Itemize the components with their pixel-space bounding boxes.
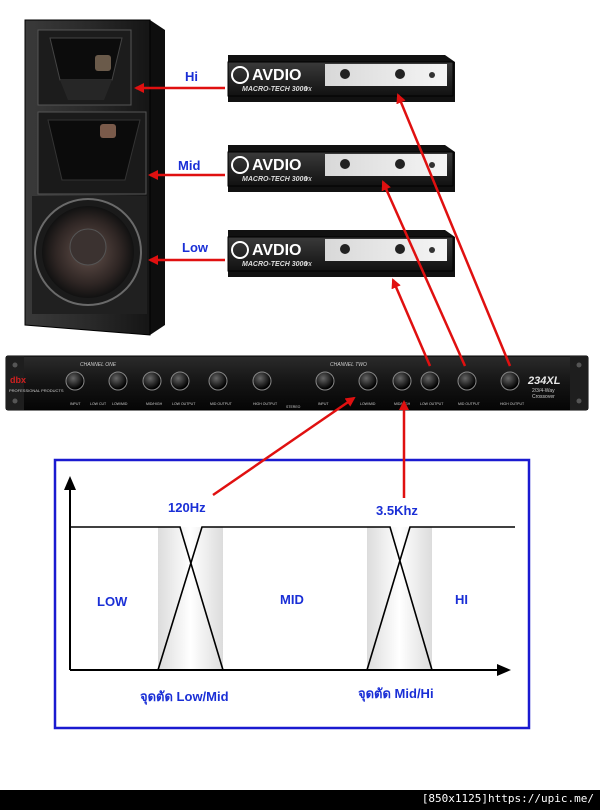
graph-to-crossover-arrows bbox=[212, 396, 409, 498]
svg-text:MID OUTPUT: MID OUTPUT bbox=[210, 402, 233, 406]
svg-text:INPUT: INPUT bbox=[318, 402, 329, 406]
svg-text:LOW/MID: LOW/MID bbox=[360, 402, 376, 406]
amplifier-hi: AVDIO MACRO-TECH 3000 VX bbox=[227, 55, 455, 102]
maker-logo: dbx bbox=[10, 375, 26, 385]
footer-watermark: [850x1125]https://upic.me/ bbox=[421, 792, 594, 805]
graph-frame bbox=[53, 458, 531, 730]
amp-model: MACRO-TECH 3000 bbox=[242, 86, 307, 93]
svg-text:LOW CUT: LOW CUT bbox=[90, 402, 107, 406]
mid-band-response bbox=[157, 526, 433, 671]
amp-brand: AVDIO bbox=[252, 157, 301, 174]
hf-horn bbox=[37, 29, 132, 106]
low-band-response bbox=[70, 526, 224, 671]
svg-text:INPUT: INPUT bbox=[70, 402, 81, 406]
crossover-knobs bbox=[65, 371, 520, 391]
arrow-crossover-to-hi-amp bbox=[396, 93, 512, 367]
y-axis-arrow-icon bbox=[64, 476, 76, 490]
maker-sub: PROFESSIONAL PRODUCTS bbox=[9, 388, 64, 393]
svg-text:HIGH OUTPUT: HIGH OUTPUT bbox=[253, 402, 278, 406]
svg-text:STEREO: STEREO bbox=[286, 405, 301, 409]
arrow-crossover-to-mid-amp bbox=[381, 180, 467, 367]
arrow-crossover-to-low-amp bbox=[391, 278, 432, 367]
svg-text:MID OUTPUT: MID OUTPUT bbox=[458, 402, 481, 406]
cut-low-mid-label: จุดตัด Low/Mid bbox=[140, 689, 229, 705]
crossover-control-labels: INPUT LOW CUT LOW/MID MID/HIGH LOW OUTPU… bbox=[70, 402, 525, 409]
svg-text:LOW/MID: LOW/MID bbox=[112, 402, 128, 406]
label-mid: Mid bbox=[178, 158, 200, 173]
hi-band-response bbox=[366, 526, 515, 671]
band-mid-label: MID bbox=[280, 592, 304, 607]
mid-horn bbox=[37, 111, 147, 195]
crossover-model: 234XL bbox=[527, 375, 561, 387]
svg-text:MID/HIGH: MID/HIGH bbox=[394, 402, 411, 406]
svg-text:MID/HIGH: MID/HIGH bbox=[146, 402, 163, 406]
crossover-sub1: 2/3/4-Way bbox=[532, 388, 555, 394]
amp-model-suffix: VX bbox=[305, 177, 312, 183]
amp-model-suffix: VX bbox=[305, 87, 312, 93]
amp-brand: AVDIO bbox=[252, 67, 301, 84]
crossover-unit: CHANNEL ONE CHANNEL TWO dbx PROFESSIONAL… bbox=[5, 355, 589, 411]
speaker-cabinet bbox=[24, 19, 165, 336]
svg-text:LOW OUTPUT: LOW OUTPUT bbox=[172, 402, 196, 406]
amp-model: MACRO-TECH 3000 bbox=[242, 176, 307, 183]
amp-brand: AVDIO bbox=[252, 242, 301, 259]
channel-two-label: CHANNEL TWO bbox=[330, 362, 367, 368]
band-low-label: LOW bbox=[97, 594, 128, 609]
band-mid-hi bbox=[367, 527, 432, 670]
crossover-sub2: Crossover bbox=[532, 394, 555, 400]
amp-model: MACRO-TECH 3000 bbox=[242, 261, 307, 268]
amp-to-speaker-arrows bbox=[134, 83, 225, 265]
band-hi-label: HI bbox=[455, 592, 468, 607]
svg-text:LOW OUTPUT: LOW OUTPUT bbox=[420, 402, 444, 406]
woofer bbox=[32, 196, 147, 314]
amp-model-suffix: VX bbox=[305, 262, 312, 268]
response-lines bbox=[70, 526, 515, 671]
amplifier-mid: AVDIO MACRO-TECH 3000 VX bbox=[227, 145, 455, 192]
footer-bar: [850x1125]https://upic.me/ bbox=[0, 790, 600, 810]
crossover-bands bbox=[158, 527, 432, 670]
arrow-120hz-to-knob bbox=[212, 396, 356, 497]
channel-one-label: CHANNEL ONE bbox=[80, 362, 117, 368]
label-low: Low bbox=[182, 240, 209, 255]
label-hi: Hi bbox=[185, 69, 198, 84]
graph-axes bbox=[64, 476, 511, 676]
freq-mid-hi-label: 3.5Khz bbox=[376, 503, 418, 518]
band-low-mid bbox=[158, 527, 223, 670]
cut-mid-hi-label: จุดตัด Mid/Hi bbox=[358, 686, 434, 702]
x-axis-arrow-icon bbox=[497, 664, 511, 676]
freq-low-mid-label: 120Hz bbox=[168, 500, 206, 515]
crossover-to-amp-arrows bbox=[381, 93, 512, 367]
amplifier-low: AVDIO MACRO-TECH 3000 VX bbox=[227, 230, 455, 277]
svg-text:HIGH OUTPUT: HIGH OUTPUT bbox=[500, 402, 525, 406]
